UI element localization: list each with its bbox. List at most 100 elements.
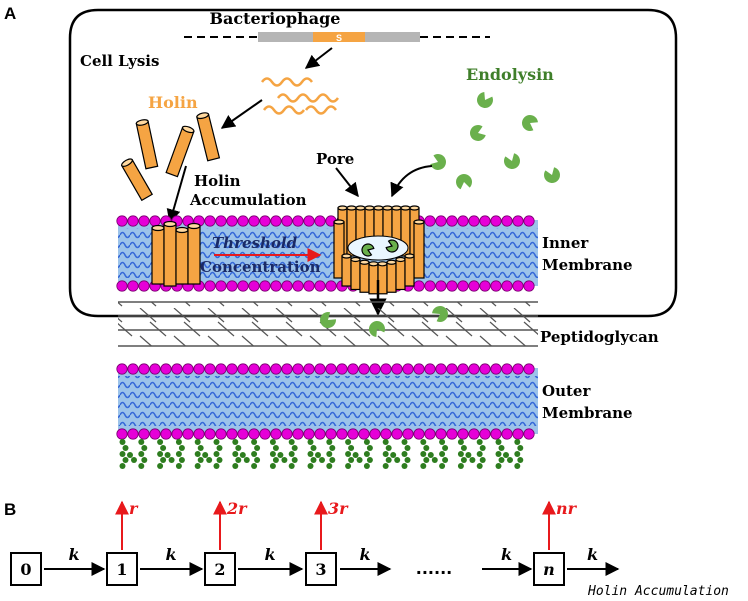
lipid-head <box>160 363 172 375</box>
lipid-head <box>270 363 282 375</box>
lps-chain <box>382 439 401 469</box>
lipid-head <box>512 363 524 375</box>
outer-membrane-label-line2: Membrane <box>542 404 633 422</box>
lipid-head <box>204 280 216 292</box>
outer-membrane-label-line1: Outer <box>542 382 591 400</box>
pore-holin-top <box>413 219 425 225</box>
panel-b-label: B <box>4 500 16 519</box>
lipid-head <box>446 215 458 227</box>
rate-k-label: k <box>587 545 598 564</box>
lipid-head <box>171 363 183 375</box>
lipid-head <box>501 428 513 440</box>
panel-a-label: A <box>4 4 16 23</box>
lipid-head <box>237 215 249 227</box>
lipid-head <box>314 428 326 440</box>
lipid-head <box>314 363 326 375</box>
lps-chain <box>307 439 325 469</box>
gene-s-label: S <box>336 33 342 43</box>
pore-holin <box>395 258 406 291</box>
endolysin-icon <box>456 173 472 190</box>
lipid-head <box>391 428 403 440</box>
pore-holin-top <box>355 205 366 211</box>
pore-holin-top <box>377 261 388 267</box>
lipid-head <box>171 428 183 440</box>
pore-label: Pore <box>316 150 354 168</box>
lipid-head <box>424 215 436 227</box>
lipid-head <box>314 280 326 292</box>
holin-cluster <box>151 220 201 287</box>
lipid-head <box>127 363 139 375</box>
lipid-head <box>270 428 282 440</box>
pore-holin-top <box>395 256 406 263</box>
lipid-head <box>193 363 205 375</box>
rate-r-label: 3r <box>328 499 349 518</box>
lipid-head <box>281 428 293 440</box>
outer-membrane <box>116 363 538 440</box>
bacteriophage-label: Bacteriophage <box>210 9 341 28</box>
lipid-head <box>402 428 414 440</box>
lipid-head <box>424 428 436 440</box>
lps-chain <box>420 439 438 469</box>
lipid-head <box>435 428 447 440</box>
pore-holin <box>386 261 397 293</box>
state-label: 3 <box>315 560 326 579</box>
lipid-head <box>512 428 524 440</box>
endolysin-icon <box>361 243 375 257</box>
lipid-head <box>259 363 271 375</box>
pore-holin-top <box>350 256 361 263</box>
endolysin-in-peptidoglycan <box>319 306 449 337</box>
inner-membrane-label-line1: Inner <box>542 234 589 252</box>
phage-genome: S <box>184 32 490 43</box>
lipid-head <box>149 428 161 440</box>
lipid-head <box>292 215 304 227</box>
arrow-pore-label <box>335 167 359 198</box>
peptidoglycan-label: Peptidoglycan <box>540 328 659 346</box>
lipid-head <box>424 280 436 292</box>
lipid-head <box>446 363 458 375</box>
lps-chain <box>514 439 524 469</box>
lipid-head <box>457 363 469 375</box>
lipid-head <box>325 363 337 375</box>
pore-holin <box>413 221 425 279</box>
pore-holin-top <box>409 205 420 211</box>
holin-accumulation-label-line1: Holin <box>194 172 241 190</box>
lipid-head <box>501 280 513 292</box>
lipid-head <box>435 215 447 227</box>
lipid-head <box>457 428 469 440</box>
lipid-head <box>369 428 381 440</box>
lipid-head <box>446 280 458 292</box>
lipid-head <box>215 363 227 375</box>
state-label: 1 <box>116 560 127 579</box>
lps-chain <box>138 439 148 469</box>
lps-chain <box>439 439 449 469</box>
lipid-head <box>501 215 513 227</box>
lps-chains <box>119 439 524 469</box>
state-box <box>533 552 565 586</box>
arrow-endolysin-to-pore <box>390 165 433 198</box>
endolysin-icon <box>503 153 520 169</box>
endolysin-icon <box>432 306 449 322</box>
lipid-head <box>413 363 425 375</box>
lipid-head <box>523 428 535 440</box>
lipid-head <box>270 280 282 292</box>
lipid-head <box>523 363 535 375</box>
lipid-head <box>490 363 502 375</box>
lipid-head <box>116 428 128 440</box>
lipid-head <box>380 428 392 440</box>
lipid-head <box>237 363 249 375</box>
lipid-head <box>204 363 216 375</box>
inner-membrane-label-line2: Membrane <box>542 256 633 274</box>
lipid-head <box>468 428 480 440</box>
lipid-head <box>325 280 337 292</box>
lipid-head <box>138 428 150 440</box>
free-holin-cylinders <box>120 112 221 202</box>
lipid-head <box>149 215 161 227</box>
mrna-squiggles <box>260 77 340 115</box>
lipid-head <box>490 428 502 440</box>
endolysin-label: Endolysin <box>466 65 554 84</box>
pore-holin-top <box>341 253 352 259</box>
lipid-head <box>347 428 359 440</box>
lipid-head <box>479 280 491 292</box>
pore-holin-top <box>337 205 348 211</box>
